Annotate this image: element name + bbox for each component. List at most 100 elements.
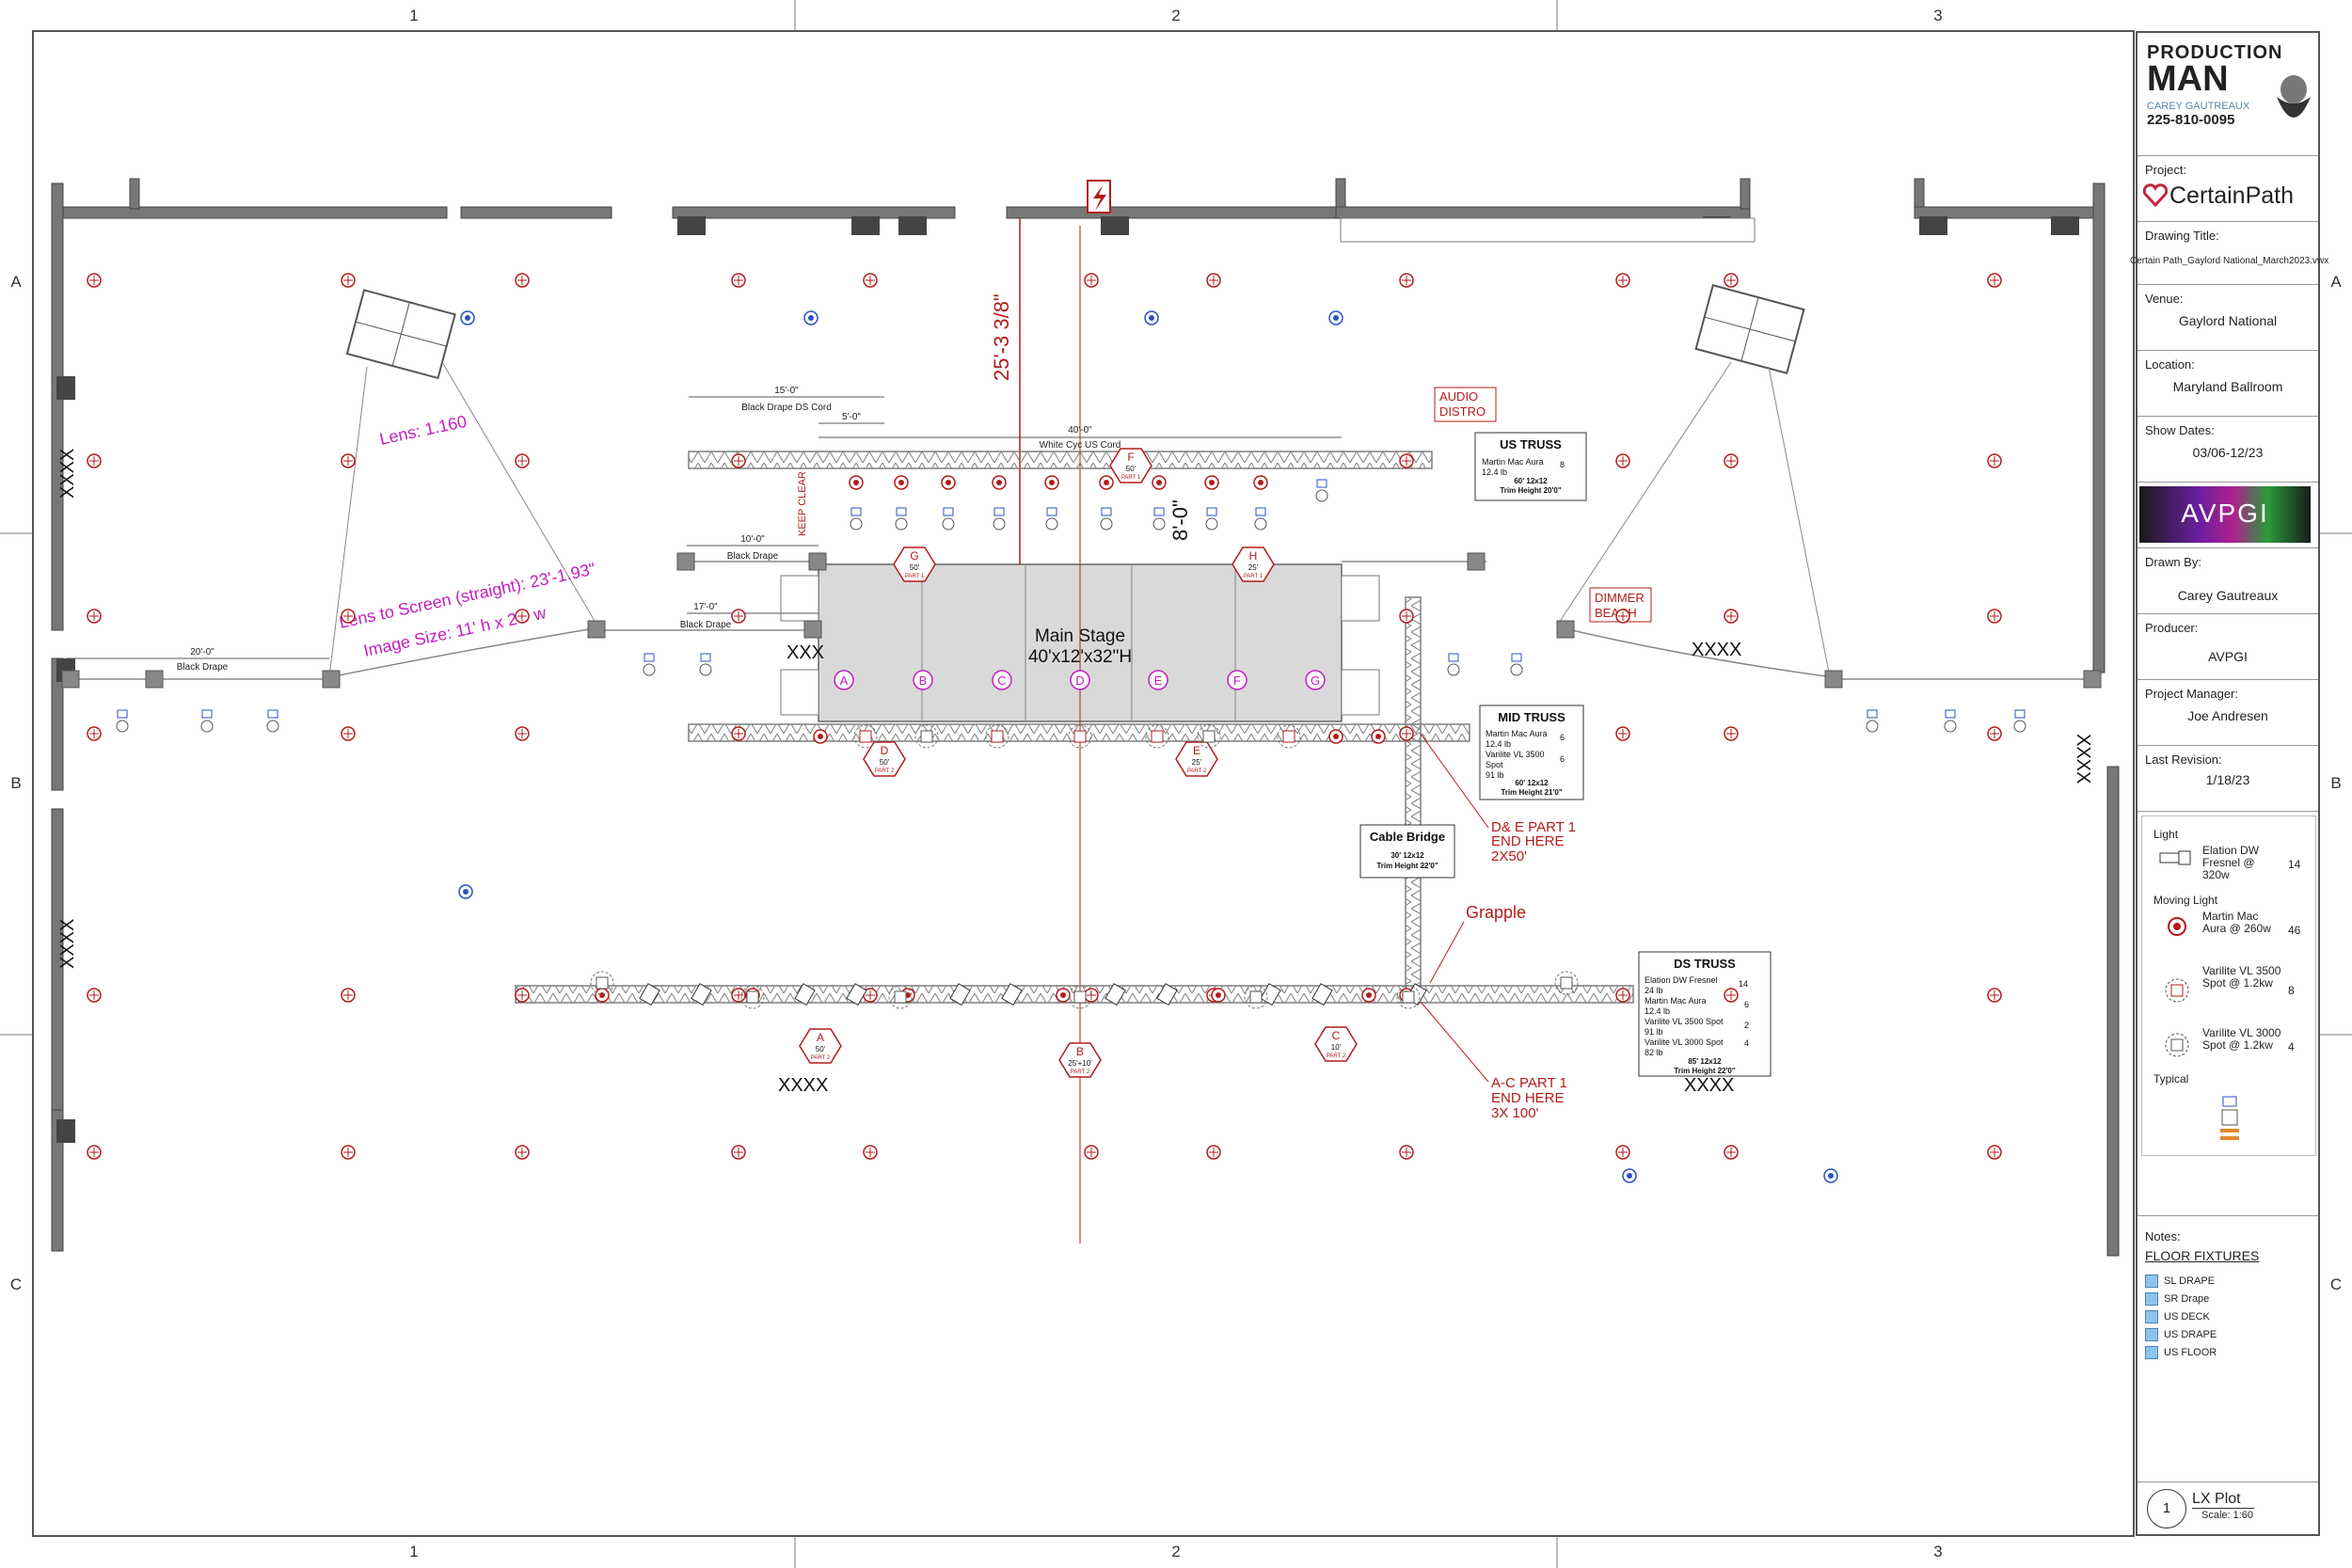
ac-part-note-3: 3X 100' (1491, 1105, 1539, 1121)
stage-position-letter: D (1075, 673, 1084, 688)
house-light-fixture (515, 988, 530, 1003)
dim-text: 40'-0" (1068, 425, 1092, 436)
house-light-fixture (1724, 1145, 1739, 1160)
ds-truss-line: 91 lb (1645, 1027, 1663, 1037)
vl-spot-fixture (853, 724, 878, 749)
mid-truss-spec: 60' 12x12 (1515, 779, 1549, 787)
legend: Light Elation DW Fresnel @ 320w 14 Movin… (2141, 816, 2316, 1156)
xxxx-label: XXXX (2073, 734, 2093, 784)
grid-row-label: A (2330, 273, 2342, 291)
floor-fixture-item[interactable]: US FLOOR (2145, 1346, 2217, 1361)
house-light-fixture (341, 273, 356, 288)
producer-value: AVPGI (2208, 649, 2248, 664)
wall-block (1919, 216, 1947, 235)
last-revision-label: Last Revision: (2145, 752, 2222, 767)
stage-position-marker (1148, 670, 1168, 690)
mac-aura-fixture (941, 475, 956, 490)
layer-swatch-icon (2145, 1292, 2158, 1307)
hanging-fixture (1447, 653, 1460, 676)
grid-col-label: 3 (1933, 1543, 1942, 1560)
mac-aura-fixture (1099, 475, 1114, 490)
house-light-fixture (341, 988, 356, 1003)
floor-fixture-item[interactable]: US DRAPE (2145, 1328, 2217, 1343)
bearded-face-icon (2277, 75, 2311, 118)
ds-truss-count: 2 (1744, 1021, 1749, 1030)
eight-dim-text: 8'-0" (1168, 499, 1192, 541)
vl-spot-fixture (590, 971, 614, 995)
hanging-fixture (2013, 709, 2026, 733)
vl-spot-fixture (1396, 985, 1421, 1009)
legend-item-name: Varilite VL 3000 Spot @ 1.2kw (2202, 1026, 2281, 1052)
motor-letter: C (1332, 1029, 1341, 1042)
fresnel-icon (2159, 850, 2191, 865)
us-truss-line: 12.4 lb (1482, 467, 1507, 477)
hanging-fixture (942, 507, 955, 531)
house-light-fixture (1987, 726, 2002, 741)
hanging-fixture (1254, 507, 1267, 531)
house-light-fixture (1987, 1145, 2002, 1160)
us-truss (688, 451, 1433, 469)
notes-label: Notes: (2145, 1229, 2181, 1243)
ds-truss-spec: 85' 12x12 (1688, 1057, 1722, 1066)
house-light-fixture (1399, 273, 1414, 288)
fresnel-fixture (1311, 983, 1333, 1006)
legend-item-count: 14 (2288, 858, 2301, 871)
logo-phone: 225-810-0095 (2147, 112, 2235, 128)
vl-spot-fixture (985, 724, 1009, 749)
cable-bridge (1405, 596, 1422, 993)
house-light-fixture (731, 988, 746, 1003)
motor-hex-marker: B25'+10'PART 2 (1058, 1042, 1102, 1078)
audio-distro-box (1434, 387, 1497, 422)
grid-row-label: B (10, 774, 21, 792)
hanging-fixture (643, 653, 656, 676)
dim-text: 20'-0" (190, 647, 215, 657)
fresnel-fixture (846, 983, 867, 1006)
motor-part: PART 2 (1187, 768, 1207, 774)
wall-counter (1340, 217, 1756, 243)
grid-row-label: A (10, 273, 22, 291)
drape-post (803, 620, 822, 639)
mac-aura-fixture (1204, 475, 1219, 490)
house-light-fixture (731, 726, 746, 741)
drape-post (1824, 670, 1843, 689)
project-manager-value: Joe Andresen (2187, 708, 2268, 723)
drape-post (61, 670, 80, 689)
house-light-fixture (87, 273, 102, 288)
house-light-fixture (1399, 1145, 1414, 1160)
mid-truss-line: 91 lb (1486, 770, 1504, 780)
drawing-title-label: Drawing Title: (2145, 229, 2219, 243)
motor-length: 50' (880, 758, 890, 767)
blue-floor-fixture (1328, 310, 1343, 325)
sheet-number: 1 (2162, 1500, 2171, 1516)
motor-part: PART 1 (1244, 574, 1263, 579)
wall-block (851, 216, 880, 235)
house-light-fixture (87, 1145, 102, 1160)
floor-fixture-item[interactable]: US DECK (2145, 1310, 2210, 1325)
xxxx-label: XXXX (1692, 640, 1741, 660)
cable-bridge-title: Cable Bridge (1370, 830, 1445, 844)
hanging-fixture (116, 709, 129, 733)
xxxx-label: XXXX (57, 449, 78, 499)
legend-typical-label: Typical (2153, 1072, 2189, 1085)
mid-truss-line: Martin Mac Aura (1486, 729, 1548, 738)
sheet-border (32, 30, 2135, 1537)
wall-block (56, 376, 75, 400)
motor-hex-marker: C10'PART 2 (1314, 1026, 1358, 1062)
mid-truss-box (1479, 705, 1584, 800)
drape-post (1467, 552, 1486, 571)
us-truss-box (1474, 432, 1587, 501)
ac-part-note: A-C PART 1 (1491, 1075, 1567, 1091)
floor-fixture-item[interactable]: SR Drape (2145, 1292, 2209, 1307)
house-light-fixture (731, 453, 746, 468)
motor-hex-marker: G50'PART 1 (893, 546, 936, 582)
house-light-fixture (515, 273, 530, 288)
floor-fixture-item[interactable]: SL DRAPE (2145, 1275, 2215, 1290)
motor-hex-marker: H25'PART 1 (1232, 546, 1275, 582)
mac-aura-fixture (1361, 988, 1376, 1003)
ds-truss-line: Varilite VL 3000 Spot (1645, 1037, 1724, 1047)
de-part-note: D& E PART 1 (1491, 819, 1576, 835)
stage-position-letter: G (1311, 673, 1320, 688)
mid-truss-line: Varilite VL 3500 (1486, 750, 1545, 759)
projection-line (1556, 361, 1732, 626)
